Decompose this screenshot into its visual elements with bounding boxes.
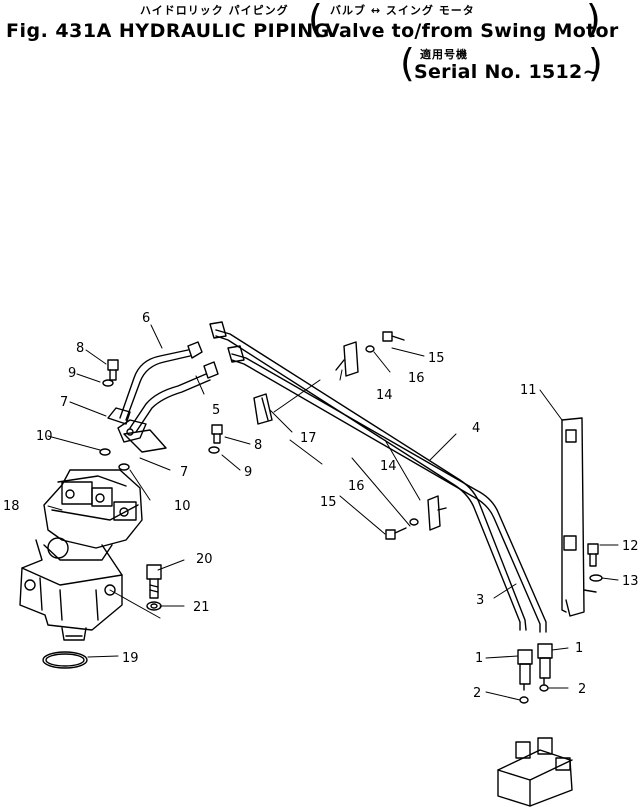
clamp-14-lower: [427, 495, 447, 531]
bolt-20: [146, 564, 162, 599]
fitting-1-right: [537, 643, 553, 685]
bracket-open-serial: (: [400, 41, 415, 85]
o-ring-10b: [118, 463, 130, 471]
serial-kana: 適用号機: [420, 48, 468, 61]
callout-7b: 7: [180, 465, 188, 480]
hose-6: [119, 341, 203, 421]
callout-17: 17: [300, 431, 317, 446]
washer-21: [146, 601, 162, 611]
callout-2b: 2: [578, 682, 586, 697]
hose-5: [129, 361, 219, 433]
bracket-close-serial: ): [588, 41, 603, 85]
callout-5: 5: [212, 403, 220, 418]
bolt-8-lower: [208, 424, 223, 454]
callout-10b: 10: [174, 499, 191, 514]
tube-4: [227, 345, 547, 633]
bracket-close: ): [586, 0, 601, 41]
callout-11: 11: [520, 383, 537, 398]
callout-4: 4: [472, 421, 480, 436]
callout-1a: 1: [575, 641, 583, 656]
callout-10a: 10: [36, 429, 53, 444]
fitting-1-left: [517, 649, 533, 691]
callout-12: 12: [622, 539, 639, 554]
o-ring-2b: [539, 684, 549, 692]
subtitle-kana: バルブ ↔ スイング モータ: [330, 4, 475, 17]
callout-13: 13: [622, 574, 639, 589]
figure-title: Fig. 431A HYDRAULIC PIPING: [6, 20, 330, 42]
title-kana: ハイドロリック パイピング: [140, 4, 289, 17]
callout-19: 19: [122, 651, 139, 666]
o-ring-10a: [99, 448, 111, 456]
subtitle: Valve to/from Swing Motor: [325, 20, 619, 42]
callout-21: 21: [193, 600, 210, 615]
bolt-15-lower: [385, 518, 419, 540]
leader-lines: [47, 324, 619, 701]
callout-14b: 14: [380, 459, 397, 474]
control-valve: [497, 737, 573, 807]
callout-3: 3: [476, 593, 484, 608]
callout-9a: 9: [68, 366, 76, 381]
o-ring: [42, 651, 88, 669]
callout-7a: 7: [60, 395, 68, 410]
callout-15a: 15: [428, 351, 445, 366]
callout-6: 6: [142, 311, 150, 326]
callout-16a: 16: [408, 371, 425, 386]
callout-8b: 8: [254, 438, 262, 453]
callout-2a: 2: [473, 686, 481, 701]
serial-number: Serial No. 1512~: [414, 61, 599, 83]
callout-1b: 1: [475, 651, 483, 666]
swing-motor: [19, 469, 143, 641]
callout-9b: 9: [244, 465, 252, 480]
bolt-12: [587, 543, 603, 582]
o-ring-2a: [519, 696, 529, 704]
callout-labels: 1 1 2 2 3 4 5 6 7 7 8 8 9 9 10 10 11 12 …: [3, 311, 639, 701]
callout-15b: 15: [320, 495, 337, 510]
clamp-14-upper: [335, 341, 359, 377]
clamp-17: [253, 393, 273, 425]
bolt-15-upper: [365, 331, 405, 353]
bolt-8-upper: [102, 359, 119, 387]
callout-20: 20: [196, 552, 213, 567]
bracket-open: (: [308, 0, 323, 41]
callout-18: 18: [3, 499, 20, 514]
callout-14a: 14: [376, 388, 393, 403]
callout-16b: 16: [348, 479, 365, 494]
elbow-fittings: [107, 407, 167, 453]
bracket-11: [561, 417, 597, 617]
callout-8a: 8: [76, 341, 84, 356]
